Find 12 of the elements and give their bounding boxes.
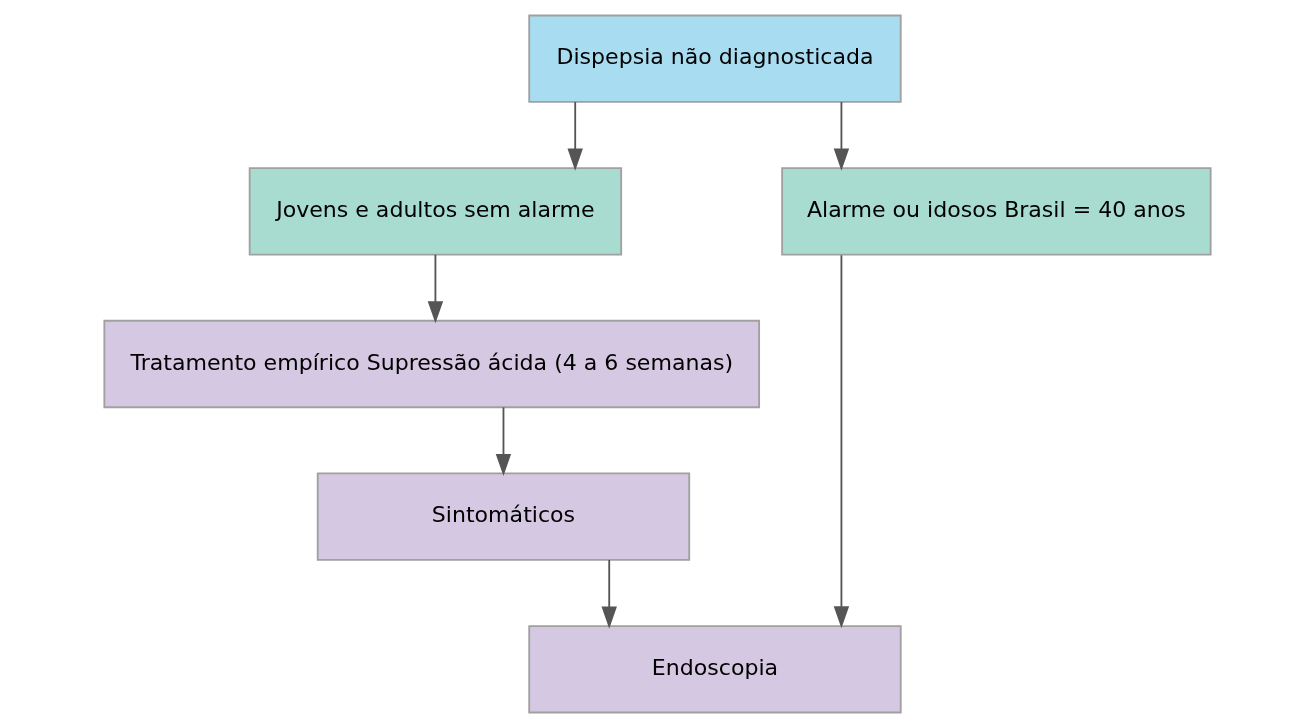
node-box: Sintomáticos: [316, 472, 690, 561]
arrow: [566, 101, 583, 171]
arrow: [833, 254, 849, 629]
node-box: Endoscopia: [527, 625, 902, 714]
node-box: Tratamento empírico Supressão ácida (4 a 6 semanas): [102, 319, 760, 409]
arrow: [833, 101, 849, 171]
node-box: Alarme ou idosos Brasil = 40 anos: [780, 167, 1212, 256]
arrow: [601, 559, 617, 629]
arrow: [427, 253, 443, 324]
node-box: Dispepsia não diagnosticada: [527, 14, 902, 103]
arrow: [495, 406, 511, 476]
node-box: Jovens e adultos sem alarme: [248, 167, 622, 256]
